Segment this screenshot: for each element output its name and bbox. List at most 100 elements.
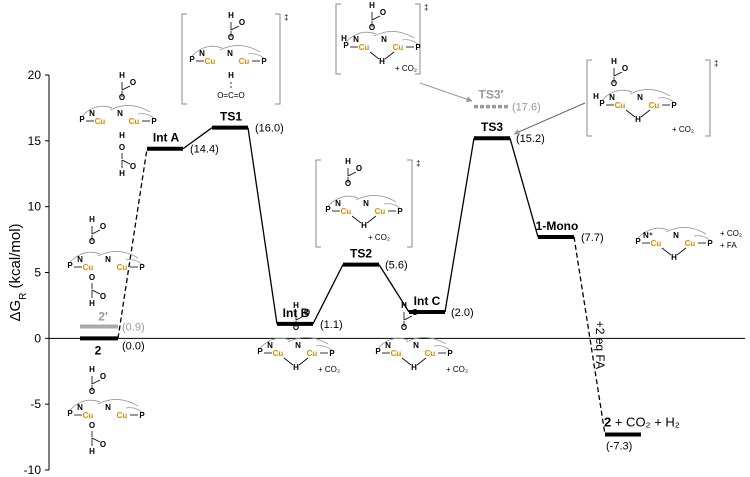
atom-p: P [343, 41, 349, 50]
co2-text: + CO₂ [368, 233, 390, 242]
level-label-ts2: TS2 [350, 247, 372, 261]
y-tick-label: 0 [34, 331, 41, 345]
atom-h: H [401, 301, 407, 310]
atom-n: N [413, 341, 419, 350]
atom-o: O [100, 292, 106, 301]
atom-p: P [329, 349, 335, 358]
connector-ts1-intb [247, 127, 278, 324]
atom-n: N [77, 403, 83, 412]
atom-o: O [611, 79, 617, 88]
atom-n: N [105, 255, 111, 264]
atom-cu: Cu [83, 411, 94, 420]
atom-o: O [356, 164, 362, 173]
atom-h: H [293, 301, 299, 310]
atom-cu: Cu [117, 411, 128, 420]
atom-p: P [67, 261, 73, 270]
y-tick-label: 10 [28, 200, 42, 214]
atom-o: O [622, 64, 628, 73]
atom-o: O [401, 323, 407, 332]
atom-p: P [415, 43, 421, 52]
atom-p: P [325, 205, 331, 214]
atom-h: H [89, 365, 95, 374]
atom-o: O [100, 440, 106, 449]
atom-h: H [635, 115, 641, 124]
atom-p: P [447, 349, 453, 358]
formate-top: OOH [611, 57, 628, 88]
atom-n: N [199, 49, 205, 58]
atom-n: N [609, 93, 615, 102]
arrow-to-ts3-prime [419, 82, 473, 103]
atom-cu: Cu [425, 349, 436, 358]
atom-o: O [89, 421, 95, 430]
atom-p: P [397, 207, 403, 216]
atom-n: N [105, 403, 111, 412]
atom-n: N [673, 231, 679, 240]
fa-text: + FA [720, 241, 737, 250]
atom-h: H [379, 57, 385, 66]
atom-o: O [119, 93, 125, 102]
atom-h: H [119, 71, 125, 80]
connector-ts2-intc [378, 264, 410, 313]
atom-cu: Cu [391, 349, 402, 358]
atom-o: O [100, 372, 106, 381]
atom-n: N [637, 93, 643, 102]
connector-intb-ts2 [312, 264, 344, 325]
atom-cu: Cu [393, 43, 404, 52]
formate-top: OOH [228, 11, 245, 42]
atom-o: O [89, 387, 95, 396]
atom-cu: Cu [83, 263, 94, 272]
atom-n: N [381, 35, 387, 44]
atom-cu: Cu [685, 239, 696, 248]
atom-cu: Cu [129, 117, 140, 126]
atom-n: N [227, 49, 233, 58]
atom-cu: Cu [239, 57, 250, 66]
y-tick-label: 20 [28, 68, 42, 82]
atom-o: O [304, 308, 310, 317]
atom-cu: Cu [205, 57, 216, 66]
atom-p: P [151, 117, 157, 126]
double-dagger: ‡ [714, 59, 718, 68]
atom-p: P [139, 411, 145, 420]
y-tick-label: -5 [30, 397, 41, 411]
atom-o: O [239, 18, 245, 27]
atom-cu: Cu [117, 263, 128, 272]
atom-o: O [130, 162, 136, 171]
formate-top: OOH [401, 301, 418, 332]
atom-h: H [89, 299, 95, 308]
formate-bottom: OOH [89, 421, 106, 456]
atom-p: P [375, 347, 381, 356]
atom-h: H [119, 169, 125, 178]
double-dagger: ‡ [424, 3, 428, 12]
atom-n: N [335, 199, 341, 208]
formate-top: OOH [369, 1, 386, 32]
atom-cu: Cu [359, 43, 370, 52]
level-label-ts3: TS3 [481, 120, 503, 134]
co2-text: + CO₂ [318, 365, 340, 374]
value-label-intc: (2.0) [451, 307, 474, 319]
atom-h: H [411, 363, 417, 372]
co2-fragment: O=C=O [217, 91, 245, 100]
atom-h: H [89, 215, 95, 224]
atom-h: H [593, 92, 599, 101]
atom-h: H [228, 11, 234, 20]
level-label-2: 2 [95, 343, 102, 357]
connector-inta-ts1 [182, 127, 213, 150]
formate-top: OOH [345, 157, 362, 188]
atom-n: N [385, 341, 391, 350]
level-label-ts1: TS1 [220, 110, 242, 124]
atom-n: N [267, 341, 273, 350]
atom-h: H [611, 57, 617, 66]
atom-o: O [89, 273, 95, 282]
atom-n: N [363, 199, 369, 208]
y-axis-label: ΔGR (kcal/mol) [7, 223, 29, 321]
atom-o: O [380, 8, 386, 17]
y-tick-label: 5 [34, 266, 41, 280]
atom-h: H [89, 447, 95, 456]
formate-top: OOH [293, 301, 310, 332]
